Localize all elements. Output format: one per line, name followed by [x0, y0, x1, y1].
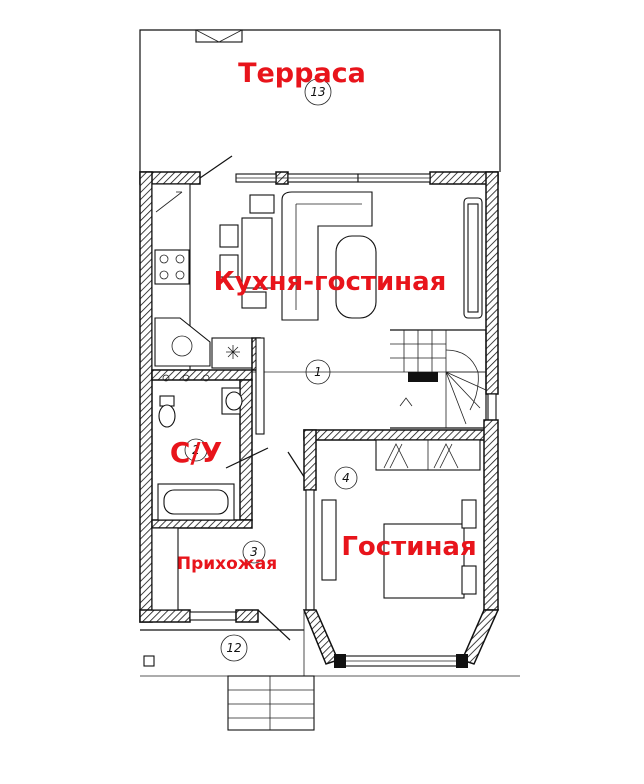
- living-furniture: [219, 191, 483, 321]
- label-living-room: Гостиная: [341, 532, 476, 562]
- label-kitchen-living: Кухня-гостиная: [214, 267, 447, 297]
- terrace-door: [199, 155, 233, 179]
- living-room-walls: [302, 419, 500, 668]
- room-number-living: 4: [342, 471, 350, 485]
- room-number-kitchen: 1: [314, 365, 322, 379]
- bathroom-block: [151, 337, 269, 529]
- label-hallway: Прихожая: [177, 554, 277, 574]
- room-number-hallway: 3: [250, 545, 258, 559]
- terrace-area: [139, 29, 501, 172]
- label-bathroom: С/У: [170, 436, 222, 469]
- staircase: [390, 329, 487, 429]
- label-terrace: Терраса: [238, 58, 366, 89]
- room-number-terrace: 13: [310, 85, 325, 99]
- exterior-walls: [139, 171, 499, 623]
- room-number-porch: 12: [226, 641, 241, 655]
- kitchen-counter: [151, 183, 261, 371]
- room-number-bathroom: 2: [192, 443, 200, 457]
- porch-area: [140, 610, 520, 731]
